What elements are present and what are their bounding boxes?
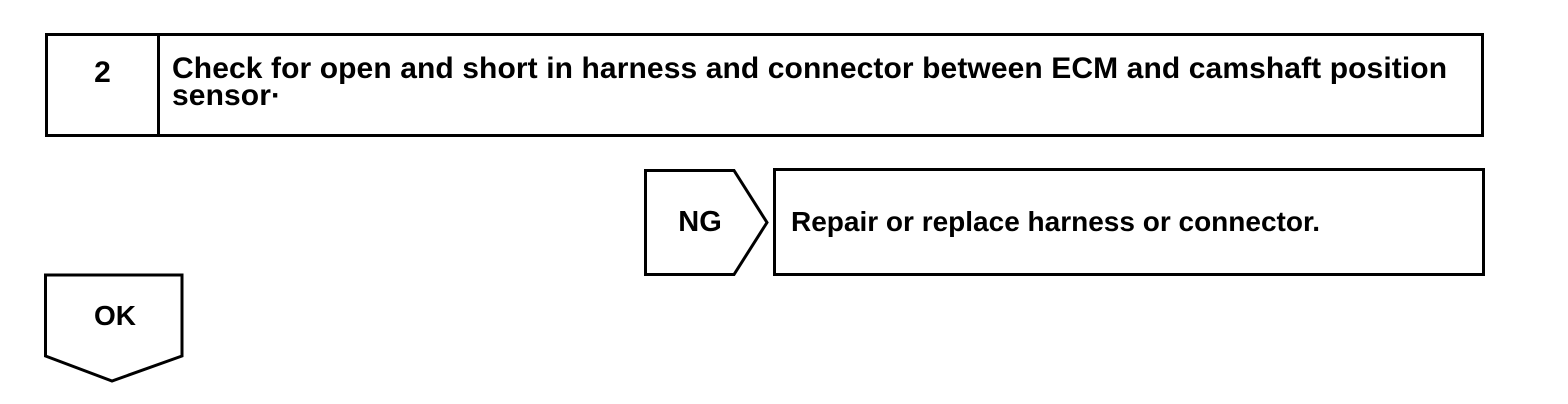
ng-label: NG	[678, 206, 722, 238]
ok-arrow-shape	[44, 273, 184, 383]
ok-label: OK	[94, 300, 136, 331]
step-number: 2	[48, 36, 160, 134]
step-instruction: Check for open and short in harness and …	[172, 52, 1448, 112]
ng-result-box: Repair or replace harness or connector.	[773, 168, 1485, 276]
ng-branch-tag: NG	[644, 169, 770, 276]
ng-arrow-shape	[644, 169, 769, 276]
ng-result-text: Repair or replace harness or connector.	[791, 206, 1321, 237]
ok-branch-tag: OK	[44, 272, 186, 384]
step-box: 2 Check for open and short in harness an…	[45, 33, 1484, 137]
